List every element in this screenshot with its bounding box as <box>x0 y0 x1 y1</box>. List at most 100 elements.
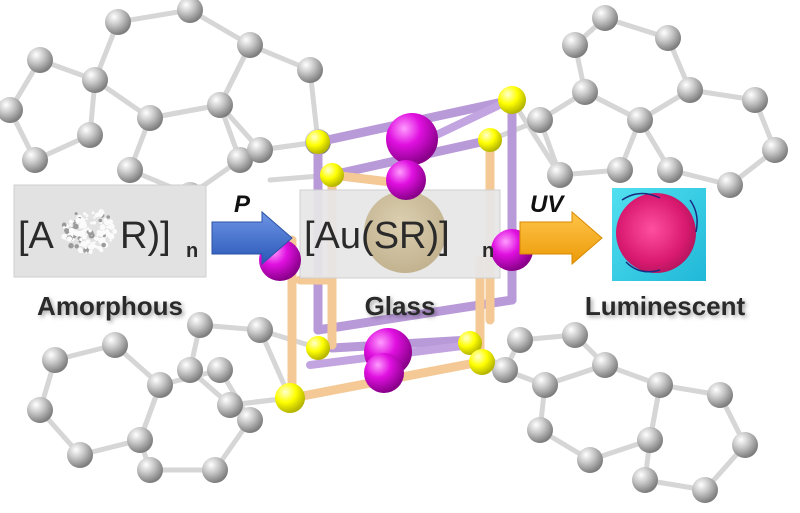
luminescent-caption: Luminescent <box>585 291 746 321</box>
sulfur-atom <box>458 331 482 355</box>
carbon-atom <box>27 47 53 73</box>
carbon-atom <box>207 357 233 383</box>
powder-grain <box>92 221 97 225</box>
carbon-atom <box>507 327 533 353</box>
carbon-atom <box>677 77 703 103</box>
powder-grain <box>85 217 88 220</box>
powder-grain <box>70 232 74 236</box>
powder-grain <box>80 241 87 247</box>
carbon-atom <box>607 157 633 183</box>
powder-grain <box>61 222 67 228</box>
carbon-atom <box>707 382 733 408</box>
glass-caption: Glass <box>365 291 436 321</box>
amorphous-panel <box>13 184 207 278</box>
powder-grain <box>97 246 103 251</box>
pressure-arrow-label: P <box>234 191 251 218</box>
powder-grain <box>85 214 89 218</box>
carbon-atom <box>732 432 758 458</box>
carbon-atom <box>627 107 653 133</box>
luminescent-spot <box>616 193 696 273</box>
uv-arrow <box>519 210 603 266</box>
sulfur-atom <box>469 349 495 375</box>
powder-grain <box>108 233 115 240</box>
powder-grain <box>73 230 80 237</box>
powder-grain <box>89 245 95 250</box>
powder-grain <box>78 247 82 252</box>
sulfur-atom <box>478 128 502 152</box>
powder-grain <box>83 212 87 216</box>
powder-grain <box>82 234 87 240</box>
powder-grain <box>112 229 118 234</box>
carbon-atom <box>177 357 203 383</box>
sulfur-atom <box>306 130 330 154</box>
carbon-atom <box>692 477 718 503</box>
carbon-bond <box>509 97 563 178</box>
powder-grain <box>97 233 100 236</box>
powder-grain <box>109 239 112 242</box>
carbon-atom <box>177 0 203 23</box>
carbon-atom <box>647 372 673 398</box>
powder-grain <box>98 218 103 223</box>
carbon-atom <box>127 427 153 453</box>
powder-grain <box>100 230 104 234</box>
glass-disc <box>364 191 446 273</box>
powder-grain <box>88 229 92 233</box>
carbon-atom <box>227 147 253 173</box>
sulfur-atoms <box>275 86 526 413</box>
carbon-atom <box>577 447 603 473</box>
powder-grain <box>84 246 87 249</box>
sulfur-atom <box>275 383 305 413</box>
powder-grain <box>93 216 96 219</box>
amorphous-formula-subscript: n <box>186 240 198 262</box>
powder-grain <box>74 244 79 249</box>
carbon-atom <box>27 397 53 423</box>
carbon-atom <box>237 407 263 433</box>
powder-grain <box>100 210 105 215</box>
carbon-atom <box>562 322 588 348</box>
powder-grain <box>101 242 106 248</box>
powder-grain <box>75 217 81 224</box>
carbon-atom <box>137 457 163 483</box>
uv-arrow-label: UV <box>530 191 565 218</box>
carbon-atom <box>592 5 618 31</box>
powder-grain <box>91 211 95 215</box>
carbon-atom <box>492 357 518 383</box>
glass-panel <box>299 189 501 279</box>
carbon-atom <box>105 9 131 35</box>
powder-grain <box>100 237 106 243</box>
powder-grain <box>66 236 73 242</box>
powder-grain <box>74 212 78 216</box>
carbon-atom <box>717 172 743 198</box>
powder-grain <box>93 241 96 244</box>
pressure-arrow <box>211 210 293 266</box>
carbon-atom <box>202 457 228 483</box>
powder-grain <box>87 245 90 248</box>
powder-grain <box>80 251 83 254</box>
carbon-atom <box>117 157 143 183</box>
powder-grain <box>79 221 86 228</box>
powder-grain <box>99 232 104 237</box>
carbon-atom <box>247 137 273 163</box>
white-powder-sample <box>61 209 118 254</box>
carbon-atom <box>187 312 213 338</box>
carbon-atom <box>527 417 553 443</box>
carbon-atom <box>42 347 68 373</box>
powder-grain <box>62 226 66 229</box>
carbon-atom <box>102 332 128 358</box>
powder-grain <box>79 238 83 241</box>
carbon-atom <box>217 392 243 418</box>
powder-grain <box>90 221 93 225</box>
amorphous-caption: Amorphous <box>37 291 183 321</box>
carbon-atom <box>527 107 553 133</box>
carbon-atom <box>297 57 323 83</box>
powder-grain <box>103 217 108 222</box>
gold-atom <box>364 353 404 393</box>
carbon-atom <box>655 25 681 51</box>
carbon-atom <box>77 122 103 148</box>
powder-grain <box>89 251 92 254</box>
sulfur-atom <box>498 86 526 114</box>
powder-grain <box>69 223 72 227</box>
powder-grain <box>93 236 97 240</box>
carbon-atom <box>0 97 23 123</box>
glass-formula: [Au(SR)] <box>304 215 450 257</box>
